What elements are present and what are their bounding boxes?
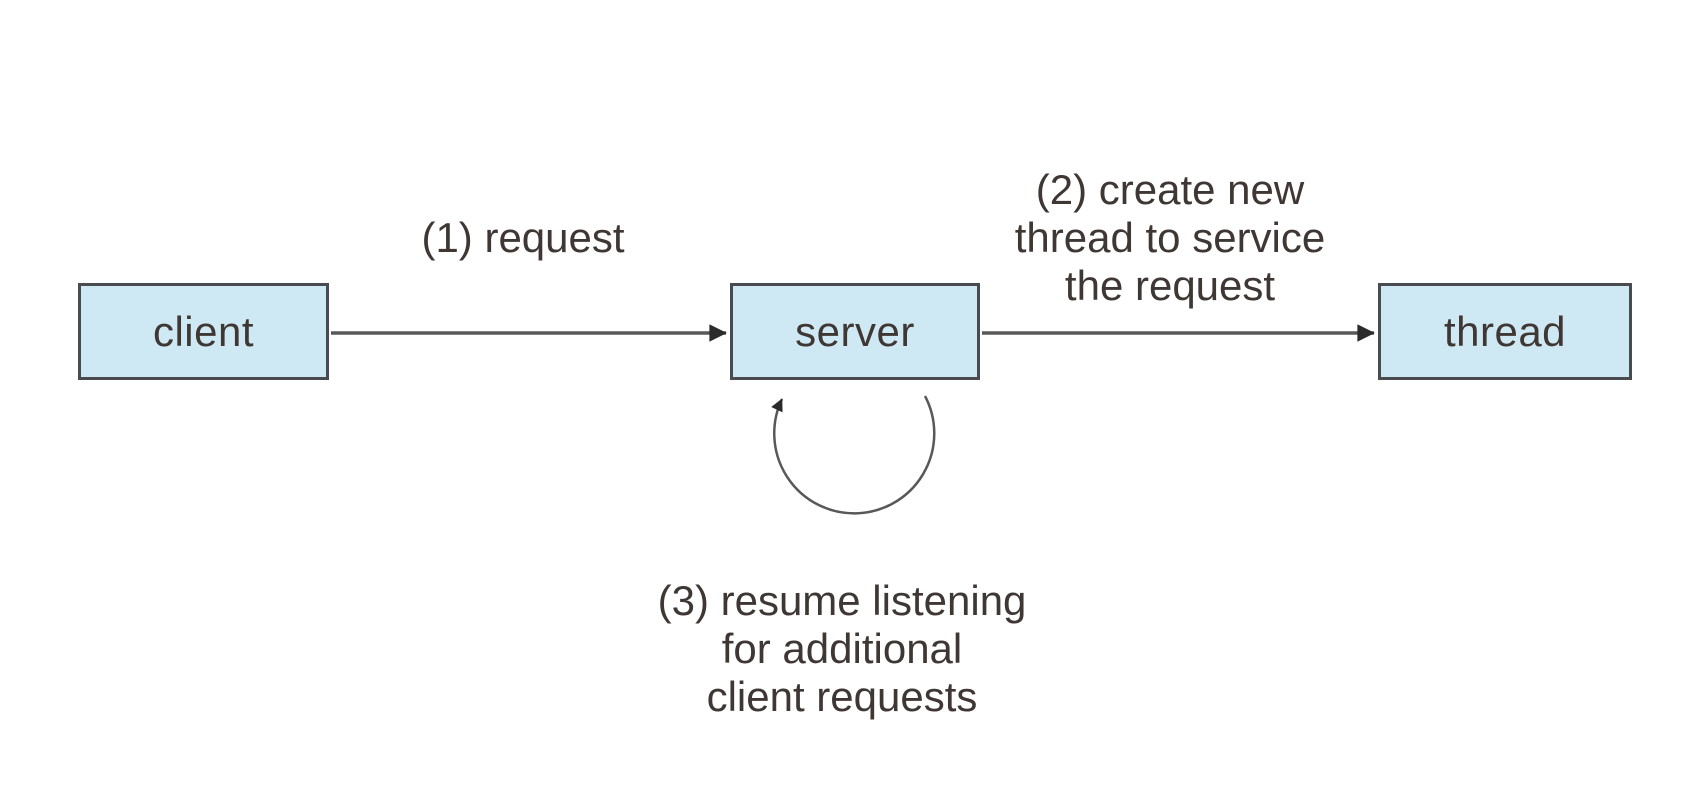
client-node-label: client [152, 307, 255, 355]
client-node: client [78, 283, 329, 380]
server-node-label: server [795, 307, 915, 355]
step1-request-label: (1) request [421, 214, 625, 261]
step3-resume-listening-label: (3) resume listening for additional clie… [657, 577, 1027, 720]
server-node: server [730, 283, 980, 380]
thread-node: thread [1378, 283, 1632, 380]
thread-node-label: thread [1443, 307, 1567, 355]
step2-create-thread-label: (2) create new thread to service the req… [1014, 166, 1326, 309]
resume-loop-arrow [771, 395, 936, 515]
